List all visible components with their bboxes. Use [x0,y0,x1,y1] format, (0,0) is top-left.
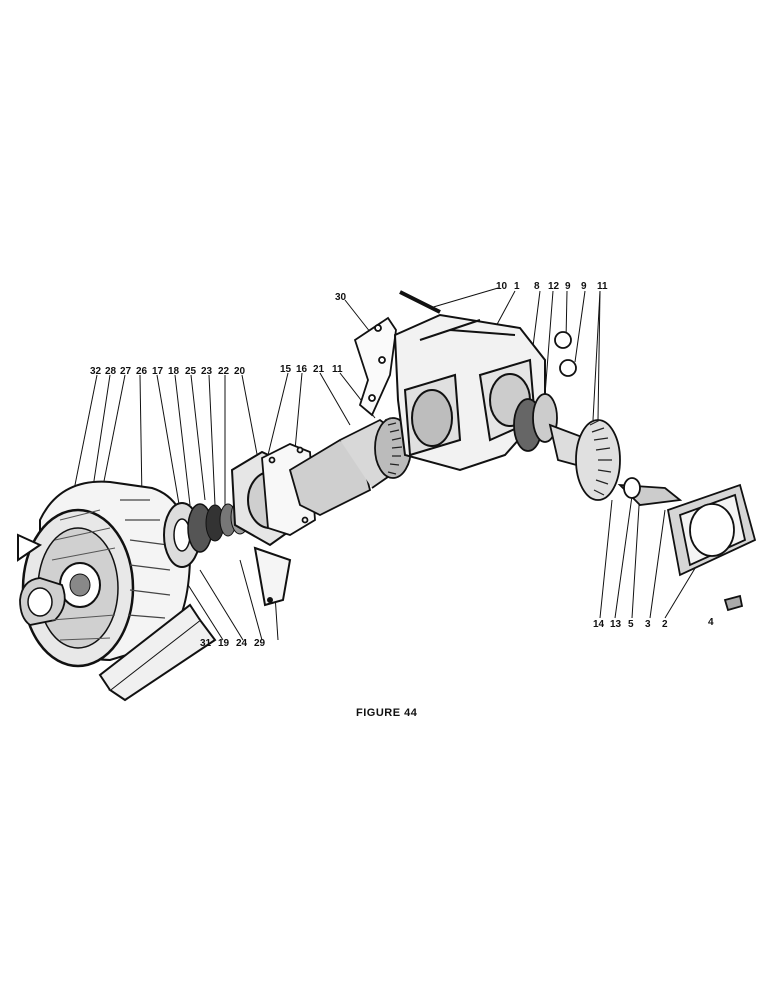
callout-label: 23 [201,366,213,377]
callout-label: 20 [234,366,246,377]
pulley-drum [19,480,192,668]
callout-label: 9 [565,281,571,292]
callout-label: 2 [662,619,668,630]
callout-label: 19 [218,638,230,649]
bevel-gear-assembly [513,331,621,501]
callout-label: 32 [90,366,102,377]
callout-label: 31 [200,638,212,649]
callout-label: 16 [296,364,308,375]
callout-label: 29 [254,638,266,649]
callout-label: 22 [218,366,230,377]
callout-label: 27 [120,366,132,377]
callout-label: 9 [581,281,587,292]
callout-label: 26 [136,366,148,377]
output-flange [617,477,757,612]
callout-label: 28 [105,366,117,377]
callout-label: 21 [313,364,325,375]
callout-label: 25 [185,366,197,377]
callout-label: 8 [534,281,540,292]
callout-label: 17 [152,366,164,377]
callout-label: 18 [168,366,180,377]
callout-label: 30 [335,292,347,303]
callout-label: 1 [514,281,520,292]
callout-label: 24 [236,638,248,649]
callout-label: 15 [280,364,292,375]
callout-label: 4 [708,617,714,628]
base-plate [17,533,217,702]
callout-label: 5 [628,619,634,630]
stud-bolt [399,290,441,314]
callout-label: 10 [496,281,508,292]
drive-shaft [288,417,412,517]
callout-label: 11 [597,281,608,292]
callout-label: 12 [548,281,560,292]
callout-label: 13 [610,619,622,630]
callout-label: 14 [593,619,605,630]
callout-label: 3 [645,619,651,630]
callout-label: 11 [332,364,343,375]
mounting-bracket [353,316,397,417]
figure-caption: FIGURE 44 [356,707,418,719]
